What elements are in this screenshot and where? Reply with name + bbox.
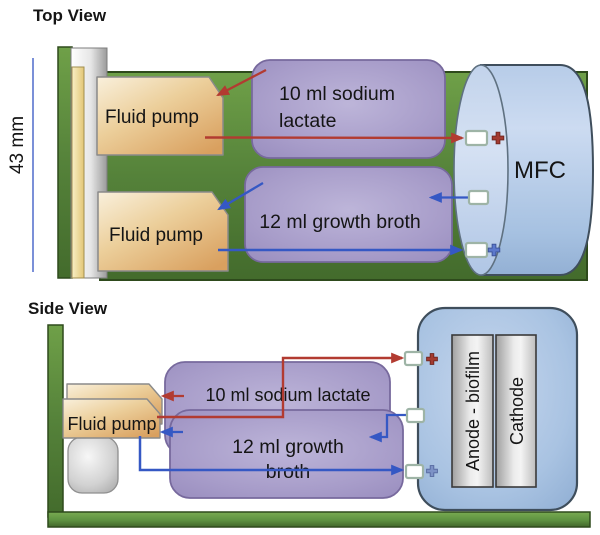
cathode-terminal-plus-icon <box>487 243 501 257</box>
pump-to-anode-port-line <box>204 132 465 144</box>
fluid-pump-broth <box>97 191 229 272</box>
sodium-lactate-reservoir-top <box>251 59 446 159</box>
cathode-inlet-port <box>464 241 489 259</box>
pump-to-anode-port-line-side <box>157 352 405 419</box>
board-edge-green-strip <box>57 46 73 279</box>
fluid-pump-front <box>62 398 161 439</box>
board-upright-green-strip <box>47 324 64 518</box>
anode-label: Anode - biofilm <box>463 351 483 471</box>
cathode-inlet-port-side <box>404 463 425 480</box>
fluid-pump-sodium <box>96 76 224 156</box>
outlet-port-side <box>405 407 426 424</box>
board-base-green-bar <box>47 511 591 528</box>
cathode-electrode <box>495 334 537 488</box>
pump-to-cathode-port-line-side <box>138 436 405 476</box>
outlet-port-to-broth-arrow-side <box>368 413 407 443</box>
top-view-title: Top View <box>33 6 107 25</box>
mfc-cylinder-face <box>453 64 509 276</box>
outlet-port <box>467 189 490 206</box>
sodium-lactate-label-side: 10 ml sodium lactate <box>205 385 370 405</box>
growth-broth-reservoir-side <box>169 409 404 499</box>
fluid-pump-sodium-label: Fluid pump <box>105 107 199 128</box>
growth-broth-reservoir-top <box>244 166 453 263</box>
dimension-label: 43 mm <box>7 116 28 174</box>
lactate-to-pump-arrow <box>216 68 267 97</box>
anode-inlet-port <box>464 129 489 147</box>
anode-terminal-plus-icon-side <box>426 353 438 365</box>
mfc-label: MFC <box>514 157 566 184</box>
growth-broth-label: 12 ml growth broth <box>259 211 421 233</box>
side-view-title: Side View <box>28 299 108 318</box>
anode-inlet-port-side <box>403 350 424 367</box>
sodium-lactate-label-line2: lactate <box>279 110 336 132</box>
fluid-pump-label-side: Fluid pump <box>67 414 156 434</box>
top-view: Top View 43 mm MFC 10 ml sodium lactate … <box>7 6 595 281</box>
pump-motor-body <box>67 436 119 494</box>
growth-broth-label-line2: broth <box>266 461 310 483</box>
board-edge-cream-strip <box>71 66 85 279</box>
side-view: Side View 10 ml sodium lactate 12 ml gro… <box>28 299 591 528</box>
anode-electrode <box>451 334 494 488</box>
sodium-lactate-label-line1: 10 ml sodium <box>279 83 395 105</box>
broth-to-pump-arrow <box>217 182 264 211</box>
cathode-terminal-plus-icon-side <box>426 465 438 477</box>
cathode-label: Cathode <box>507 377 527 445</box>
fluid-pump-broth-label: Fluid pump <box>109 225 203 246</box>
mfc-cylinder-body <box>480 64 595 276</box>
anode-terminal-plus-icon <box>491 131 505 145</box>
growth-broth-label-line1: 12 ml growth <box>232 436 344 458</box>
